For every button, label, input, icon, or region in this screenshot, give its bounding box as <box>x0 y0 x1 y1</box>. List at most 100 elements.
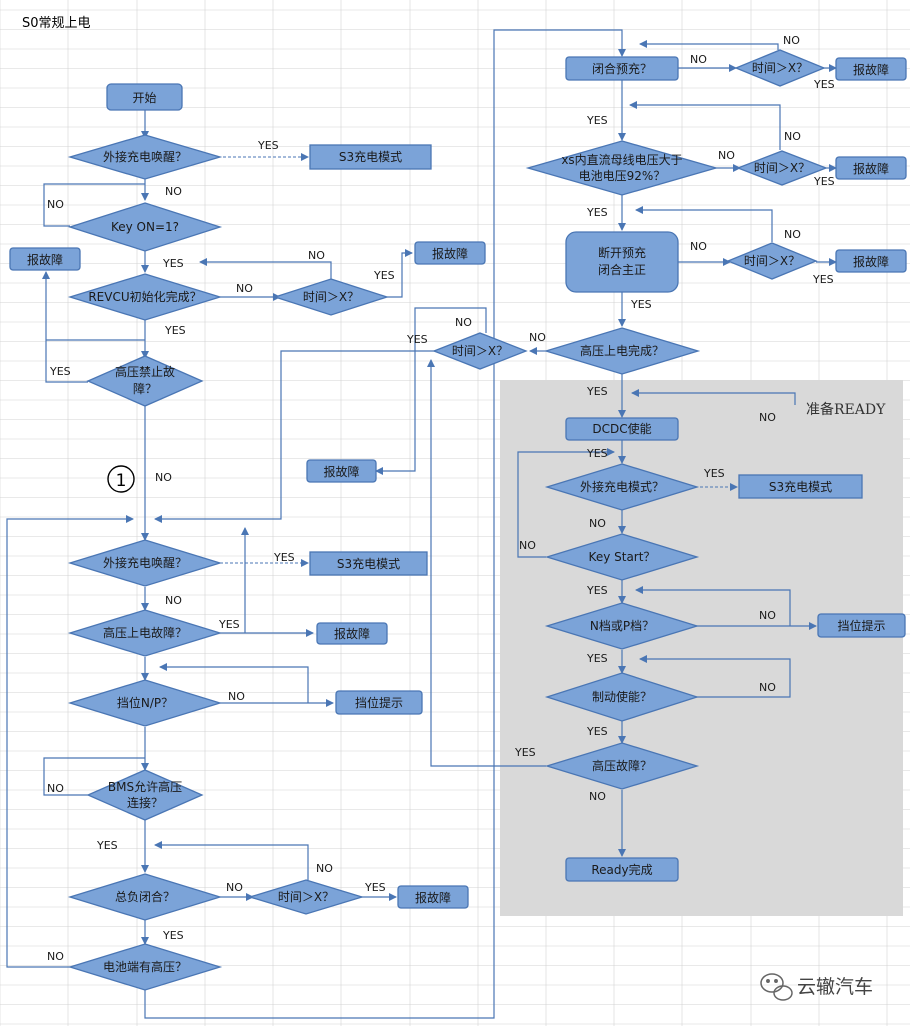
precharge-close-box: 闭合预充？ <box>565 56 679 81</box>
svg-text:NO: NO <box>47 782 64 795</box>
svg-text:NO: NO <box>308 249 325 262</box>
gear-np-decision-2: N档或P档？ <box>544 602 700 650</box>
s3-charge-mode-1: S3充电模式 <box>309 144 432 170</box>
charge-mode-decision-3: 外接充电模式？ <box>544 463 700 511</box>
svg-text:云辙汽车: 云辙汽车 <box>797 976 873 998</box>
svg-text:报故障: 报故障 <box>432 246 468 261</box>
svg-text:YES: YES <box>257 139 279 152</box>
svg-text:NO: NO <box>783 34 800 47</box>
svg-text:外接充电模式？: 外接充电模式？ <box>580 479 664 494</box>
svg-text:YES: YES <box>49 365 71 378</box>
connectors <box>6 29 837 1019</box>
gear-tip-2: 挡位提示 <box>817 613 906 638</box>
circle-marker <box>107 465 135 493</box>
svg-text:时间＞X？: 时间＞X？ <box>452 344 508 358</box>
svg-text:NO: NO <box>784 130 801 143</box>
fault-precharge: 报故障 <box>835 57 907 81</box>
branch-labels: YES NO NO YES NO NO YES YES YES NO YES N… <box>47 34 835 963</box>
neg-timeout-decision: 时间＞X？ <box>247 879 365 915</box>
svg-text:BMS允许高压: BMS允许高压 <box>108 779 182 794</box>
svg-text:高压故障？: 高压故障？ <box>592 758 652 773</box>
svg-text:NO: NO <box>759 609 776 622</box>
fault-hv: 报故障 <box>316 622 388 645</box>
svg-text:YES: YES <box>813 175 835 188</box>
svg-text:NO: NO <box>47 198 64 211</box>
svg-text:时间＞X？: 时间＞X？ <box>303 290 359 304</box>
neg-close-decision: 总负闭合？ <box>67 873 223 921</box>
svg-text:YES: YES <box>630 298 652 311</box>
watermark: 云辙汽车 <box>760 973 873 1001</box>
s3-charge-mode-2: S3充电模式 <box>309 551 428 576</box>
svg-text:NO: NO <box>155 471 172 484</box>
fault-mid: 报故障 <box>306 459 377 483</box>
disconnect-precharge-box: 断开预充 闭合主正 <box>565 231 679 293</box>
svg-text:YES: YES <box>586 114 608 127</box>
hv-fault-decision-2: 高压故障？ <box>544 742 700 790</box>
svg-text:NO: NO <box>759 411 776 424</box>
battery-hv-decision: 电池端有高压？ <box>67 943 223 991</box>
svg-text:NO: NO <box>529 331 546 344</box>
svg-text:YES: YES <box>96 839 118 852</box>
bus-voltage-timeout-decision: 时间＞X？ <box>736 150 828 186</box>
s3-charge-mode-3: S3充电模式 <box>738 474 863 499</box>
svg-text:高压禁止故: 高压禁止故 <box>115 364 175 379</box>
svg-text:YES: YES <box>514 746 536 759</box>
svg-text:YES: YES <box>586 447 608 460</box>
svg-text:NO: NO <box>519 539 536 552</box>
svg-text:挡位提示: 挡位提示 <box>355 695 403 710</box>
hv-forbid-decision: 高压禁止故 障？ <box>86 355 204 407</box>
svg-text:高压上电完成？: 高压上电完成？ <box>580 343 664 358</box>
svg-text:YES: YES <box>364 881 386 894</box>
svg-text:NO: NO <box>165 594 182 607</box>
svg-text:NO: NO <box>47 950 64 963</box>
svg-text:REVCU初始化完成？: REVCU初始化完成？ <box>88 289 201 304</box>
svg-text:YES: YES <box>164 324 186 337</box>
svg-text:NO: NO <box>759 681 776 694</box>
revcu-timeout-decision: 时间＞X？ <box>272 278 390 316</box>
ready-complete-box: Ready完成 <box>565 857 679 882</box>
svg-text:YES: YES <box>218 618 240 631</box>
svg-text:YES: YES <box>273 551 295 564</box>
svg-text:S3充电模式: S3充电模式 <box>769 479 832 494</box>
svg-text:YES: YES <box>586 584 608 597</box>
svg-text:报故障: 报故障 <box>27 252 63 267</box>
revcu-init-decision: REVCU初始化完成？ <box>67 273 223 321</box>
circle-marker-digit: 1 <box>116 471 127 491</box>
key-start-decision: Key Start？ <box>544 533 700 581</box>
ready-region <box>500 380 903 916</box>
svg-text:报故障: 报故障 <box>415 890 451 905</box>
bus-voltage-decision: xs内直流母线电压大于 电池电压92%？ <box>525 140 719 196</box>
gear-np-decision: 挡位N/P？ <box>67 679 223 727</box>
svg-text:NO: NO <box>589 517 606 530</box>
svg-text:NO: NO <box>589 790 606 803</box>
svg-text:障？: 障？ <box>133 381 157 396</box>
svg-text:断开预充: 断开预充 <box>598 245 646 260</box>
svg-text:DCDC使能: DCDC使能 <box>592 421 651 436</box>
svg-text:NO: NO <box>690 53 707 66</box>
svg-text:Key ON=1?: Key ON=1? <box>111 220 179 234</box>
dcdc-enable-box: DCDC使能 <box>565 417 679 441</box>
svg-text:YES: YES <box>586 725 608 738</box>
svg-text:挡位提示: 挡位提示 <box>837 618 885 633</box>
svg-text:NO: NO <box>228 690 245 703</box>
svg-text:闭合预充？: 闭合预充？ <box>592 61 652 76</box>
fault-left: 报故障 <box>9 247 81 271</box>
gear-tip-1: 挡位提示 <box>335 690 423 715</box>
svg-text:YES: YES <box>813 78 835 91</box>
start-node: 开始 <box>106 83 183 111</box>
svg-text:NO: NO <box>165 185 182 198</box>
svg-text:报故障: 报故障 <box>853 161 889 176</box>
brake-enable-decision: 制动使能？ <box>544 672 700 722</box>
disconnect-timeout-decision: 时间＞X？ <box>726 242 818 280</box>
wechat-icon <box>760 973 793 1001</box>
svg-text:闭合主正: 闭合主正 <box>598 262 646 277</box>
fault-disconnect: 报故障 <box>835 249 907 273</box>
svg-text:时间＞X？: 时间＞X？ <box>744 254 800 268</box>
fault-bus-voltage: 报故障 <box>835 156 907 180</box>
svg-text:YES: YES <box>373 269 395 282</box>
charge-wake-decision-1: 外接充电唤醒？ <box>67 134 223 180</box>
svg-text:挡位N/P？: 挡位N/P？ <box>117 695 173 710</box>
svg-text:报故障: 报故障 <box>853 62 889 77</box>
svg-text:YES: YES <box>162 929 184 942</box>
